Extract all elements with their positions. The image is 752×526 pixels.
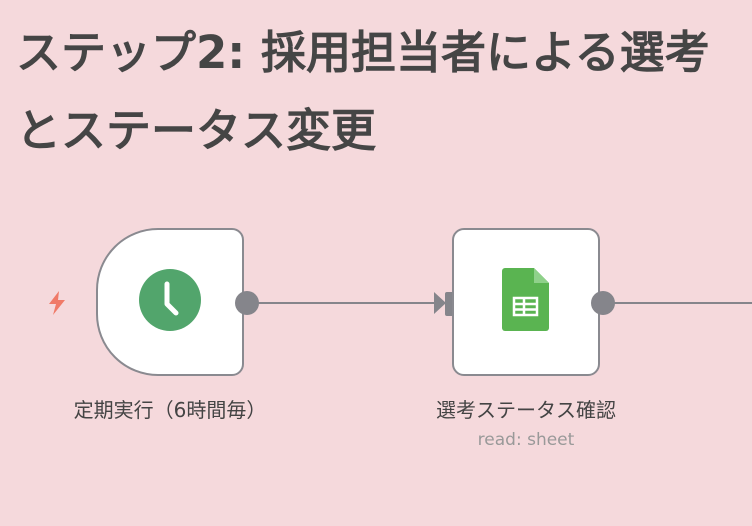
page-title: ステップ2: 採用担当者による選考とステータス変更: [16, 26, 710, 157]
node-label: 選考ステータス確認: [436, 398, 616, 422]
connection-line: [258, 302, 438, 304]
node-subtitle: read: sheet: [477, 430, 575, 450]
connection-line: [614, 302, 752, 304]
trigger-bolt-icon: [46, 290, 68, 320]
clock-icon: [138, 268, 202, 336]
sheet-read-node[interactable]: [452, 228, 600, 376]
output-handle[interactable]: [235, 291, 259, 315]
arrow-head-icon: [434, 292, 446, 318]
output-handle[interactable]: [591, 291, 615, 315]
schedule-trigger-node[interactable]: [96, 228, 244, 376]
node-label: 定期実行（6時間毎）: [73, 398, 267, 422]
google-sheets-icon: [502, 268, 550, 336]
